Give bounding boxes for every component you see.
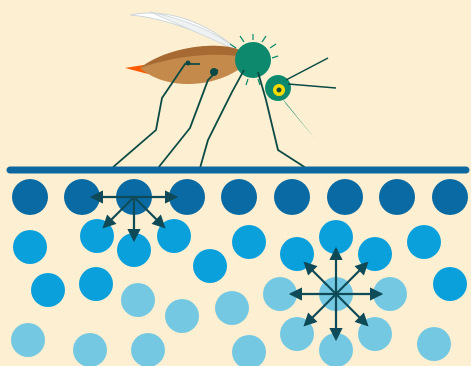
circle-dark — [432, 179, 468, 215]
circle-mid — [13, 230, 47, 264]
circle-mid — [319, 220, 353, 254]
circle-light — [73, 333, 107, 366]
circle-light — [417, 327, 451, 361]
circle-light — [131, 333, 165, 366]
circle-light — [11, 323, 45, 357]
mosquito-antenna — [288, 84, 336, 88]
circle-light — [215, 291, 249, 325]
circle-dark — [221, 179, 257, 215]
top-row-circles — [12, 179, 468, 215]
circle-dark — [12, 179, 48, 215]
circle-dark — [274, 179, 310, 215]
mosquito-joint — [186, 61, 191, 66]
circle-mid — [232, 225, 266, 259]
mosquito-joint — [210, 68, 218, 76]
mosquito-antenna — [286, 58, 328, 80]
mosquito-wing — [130, 13, 240, 52]
circle-mid — [80, 219, 114, 253]
circle-mid — [407, 225, 441, 259]
circle-light — [232, 335, 266, 366]
circle-mid — [193, 249, 227, 283]
mosquito-pupil — [277, 88, 282, 93]
mosquito-thorax — [235, 42, 271, 78]
circle-dark — [327, 179, 363, 215]
mosquito-proboscis — [282, 98, 316, 140]
circle-dark — [379, 179, 415, 215]
light-circles — [11, 277, 451, 366]
mosquito-wing — [150, 12, 240, 52]
circle-mid — [31, 273, 65, 307]
mosquito-illustration — [112, 12, 336, 168]
circle-light — [165, 299, 199, 333]
circle-light — [121, 283, 155, 317]
circle-mid — [433, 267, 467, 301]
circle-mid — [79, 267, 113, 301]
